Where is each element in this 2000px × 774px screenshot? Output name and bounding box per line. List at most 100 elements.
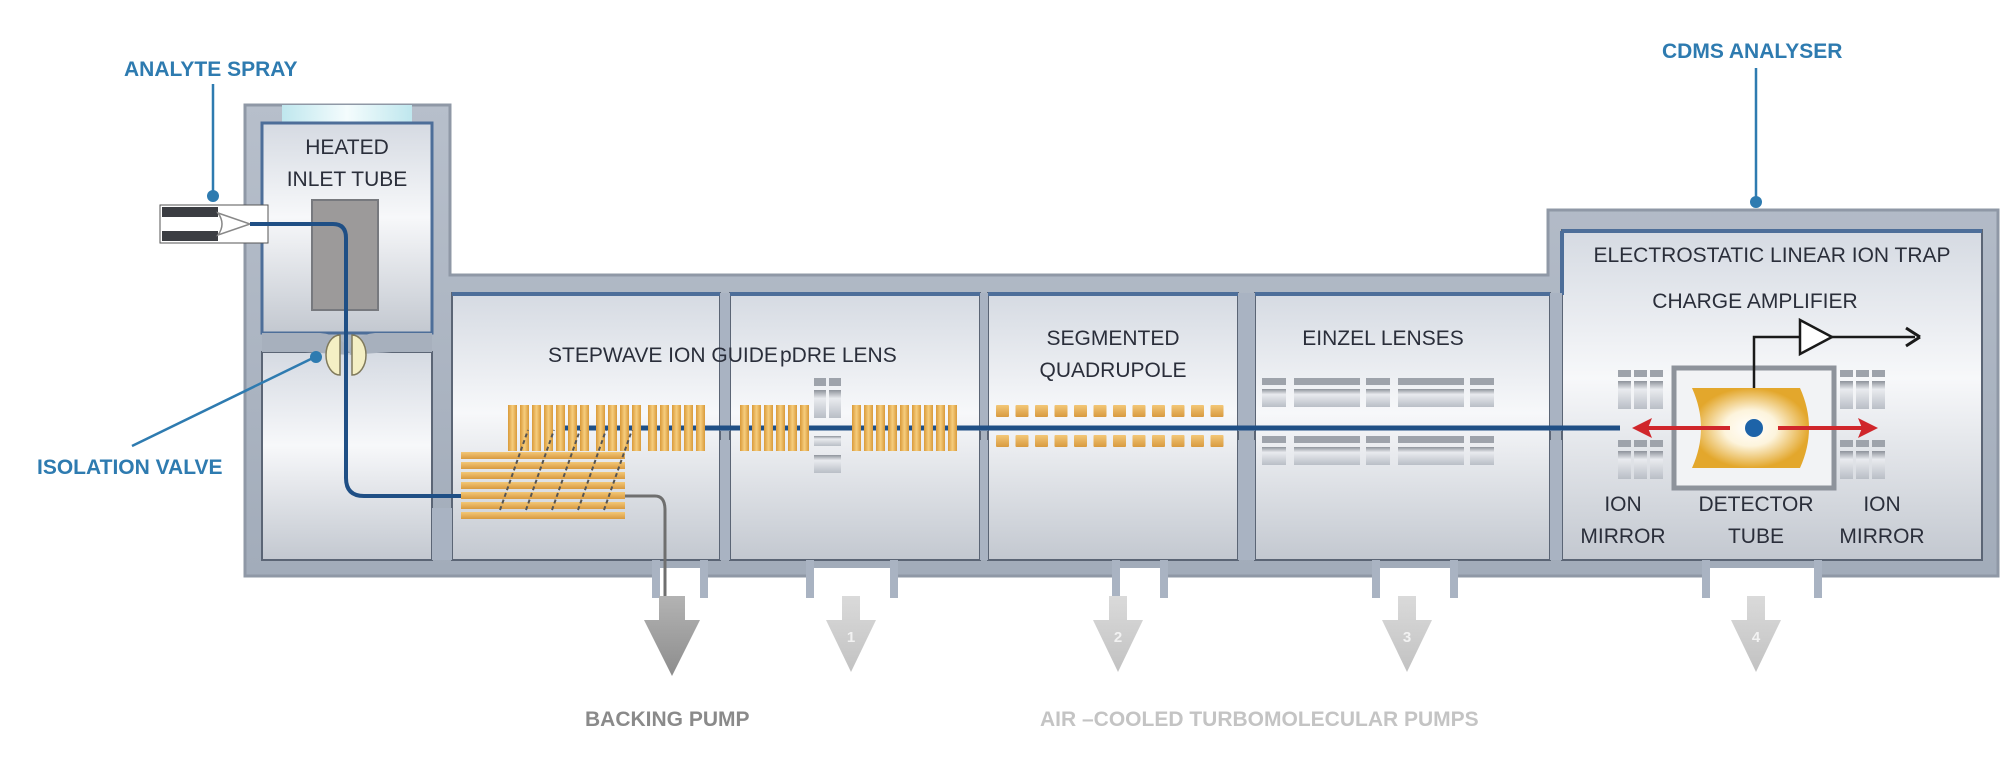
neutral-path	[625, 494, 667, 610]
einzel-lens-element	[1470, 378, 1494, 385]
turbo-pump-number: 3	[1403, 629, 1411, 646]
partition	[432, 508, 452, 560]
pdre-ring-electrode	[864, 405, 873, 451]
einzel-lens-element	[1294, 389, 1360, 407]
quadrupole-segment	[1152, 405, 1165, 417]
quadrupole-segment	[1074, 405, 1087, 417]
stepwave-plate	[461, 492, 625, 499]
pdre-ring-electrode	[936, 405, 945, 451]
stepwave-ring-electrode	[508, 405, 517, 451]
segmented-quadrupole	[996, 405, 1224, 447]
einzel-lens-element	[1470, 447, 1494, 465]
stepwave-link	[499, 429, 529, 511]
quadrupole-segment	[1035, 405, 1048, 417]
down-arrow-icon	[1382, 596, 1432, 672]
ion-mirror-electrode	[1650, 451, 1663, 479]
callout-analyte-spray	[207, 84, 219, 202]
stepwave-ring-electrode	[544, 405, 553, 451]
quadrupole-segment	[1191, 405, 1204, 417]
einzel-lens-element	[1294, 436, 1360, 443]
label-isolation-valve: ISOLATION VALVE	[37, 456, 223, 479]
partition	[980, 440, 988, 560]
einzel-lens-element	[1366, 389, 1390, 407]
quadrupole-segment	[1132, 435, 1146, 447]
ion-mirror-electrode	[1634, 451, 1647, 479]
einzel-lenses	[1262, 378, 1494, 465]
ion-mirror-electrode	[1840, 451, 1853, 479]
turbo-pump-number: 4	[1752, 629, 1761, 646]
stepwave-ring-electrode	[684, 405, 693, 451]
quadrupole-segment	[1113, 435, 1126, 447]
charge-amplifier	[1752, 317, 1921, 388]
turbo-pump-arrow-4: 4	[1731, 596, 1781, 672]
quadrupole-segment	[1054, 435, 1068, 447]
stepwave-plate	[461, 462, 625, 469]
stepwave-link	[525, 429, 555, 511]
stepwave-ring-electrode	[672, 405, 681, 451]
ion-mirror-electrode	[1856, 381, 1869, 409]
quadrupole-segment	[1191, 435, 1204, 447]
down-arrow-icon	[826, 596, 876, 672]
quadrupole-segment	[996, 435, 1009, 447]
turbo-pump-arrow-2: 2	[1093, 596, 1143, 672]
stepwave-link	[603, 429, 633, 511]
callout-isolation-valve	[131, 351, 322, 448]
quadrupole-segment	[1054, 405, 1068, 417]
label-stepwave: STEPWAVE ION GUIDE	[548, 344, 778, 367]
stepwave-ring-electrode	[520, 405, 529, 451]
ion-mirror-electrode	[1856, 370, 1869, 377]
stepwave-ring-electrode	[532, 405, 541, 451]
valve-funnel	[262, 333, 432, 355]
einzel-lens-element	[1366, 378, 1390, 385]
ion-mirror-electrode	[1872, 381, 1885, 409]
einzel-lens-element	[1262, 389, 1286, 407]
einzel-lens-element	[1398, 447, 1464, 465]
ion-mirror-electrode	[1856, 451, 1869, 479]
stepwave-ring-electrode	[568, 405, 577, 451]
label-elit: ELECTROSTATIC LINEAR ION TRAP	[1593, 244, 1950, 267]
ion-mirror-electrode	[1840, 370, 1853, 377]
ion-mirror-electrode	[1872, 370, 1885, 377]
label-ion-mirror-left-2: MIRROR	[1580, 525, 1665, 548]
label-heated-inlet-1: HEATED	[305, 136, 389, 159]
down-arrow-icon	[1093, 596, 1143, 672]
stepwave-plate	[461, 482, 625, 489]
stepwave-link	[551, 429, 581, 511]
callout-cdms-analyser	[1750, 68, 1762, 208]
partition	[1550, 440, 1562, 560]
pdre-ring-electrode	[888, 405, 897, 451]
stepwave-plate	[461, 452, 625, 459]
label-ion-mirror-right-1: ION	[1863, 493, 1900, 516]
pdre-ring-electrode	[740, 405, 749, 451]
quadrupole-segment	[1035, 435, 1048, 447]
quadrupole-segment	[996, 405, 1009, 417]
pdre-ring-electrode	[948, 405, 957, 451]
stepwave-plate	[461, 472, 625, 479]
pdre-ring-electrode	[776, 405, 785, 451]
stepwave-ring-electrode	[556, 405, 565, 451]
label-charge-amplifier: CHARGE AMPLIFIER	[1652, 290, 1857, 313]
quadrupole-segment	[1015, 405, 1029, 417]
ion-mirror-electrode	[1618, 440, 1631, 447]
partition	[1238, 440, 1255, 560]
isolation-valve	[325, 334, 367, 376]
stepwave-ring-electrode	[660, 405, 669, 451]
einzel-lens-element	[1398, 378, 1464, 385]
einzel-lens-element	[1366, 447, 1390, 465]
einzel-lens-element	[1470, 389, 1494, 407]
pump-port-walls	[652, 560, 1822, 598]
einzel-lens-element	[1398, 389, 1464, 407]
ion-mirror-electrode	[1650, 440, 1663, 447]
ion-mirror-electrode	[1650, 381, 1663, 409]
einzel-lens-element	[1398, 436, 1464, 443]
quadrupole-segment	[1132, 405, 1146, 417]
stepwave-ring-electrode	[632, 405, 641, 451]
quadrupole-segment	[1015, 435, 1029, 447]
quadrupole-segment	[1171, 405, 1185, 417]
pdre-ring-electrode	[752, 405, 761, 451]
turbo-pump-arrow-1: 1	[826, 596, 876, 672]
label-analyte-spray: ANALYTE SPRAY	[124, 58, 298, 81]
ion-mirror-electrode	[1618, 451, 1631, 479]
pdre-ring-electrode	[876, 405, 885, 451]
backing-pump-arrow	[644, 596, 700, 676]
